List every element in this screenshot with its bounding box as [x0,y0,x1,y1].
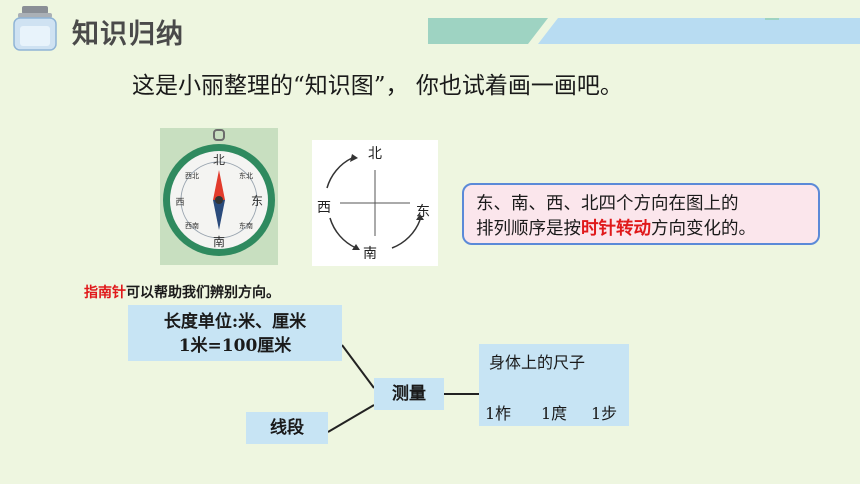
rule-line-2: 排列顺序是按时针转动方向变化的。 [476,217,806,242]
body-ruler-node: 身体上的尺子 1柞 1庹 1步 [479,344,629,426]
needle-north [213,170,225,200]
rule-highlight: 时针转动 [581,219,651,239]
compass-note: 指南针可以帮助我们辨别方向。 [84,282,280,302]
rule-line-2-prefix: 排列顺序是按 [476,219,581,239]
measure-node: 测量 [374,378,444,410]
direction-diagram: 北 南 东 西 [312,140,438,266]
jar-icon [13,6,57,51]
body-ruler-title: 身体上的尺子 [489,353,586,372]
rule-line-1: 东、南、西、北四个方向在图上的 [476,194,739,214]
length-units-line: 长度单位:米、厘米 [163,312,307,332]
compass-label-northwest: 西北 [185,172,199,180]
compass-label-south: 南 [213,234,225,249]
length-conversion-line: 1米=100厘米 [178,336,292,356]
compass-label-east: 东 [251,194,263,208]
header-band [428,18,860,44]
diagram-label-north: 北 [368,146,382,162]
rule-callout: 东、南、西、北四个方向在图上的 排列顺序是按时针转动方向变化的。 [462,183,820,245]
instruction-text: 这是小丽整理的“知识图”， 你也试着画一画吧。 [132,73,623,99]
length-units-box: 长度单位:米、厘米 1米=100厘米 [128,305,342,361]
diagram-label-south: 南 [363,246,377,262]
compass-label-southeast: 东南 [239,221,253,230]
compass-label-southwest: 西南 [185,221,199,230]
compass-note-highlight: 指南针 [84,285,126,301]
compass-illustration: 北 南 东 西 东北 西北 东南 西南 [160,128,278,265]
unit-step: 1步 [591,404,618,423]
section-title: 知识归纳 [72,19,184,50]
compass-note-text: 可以帮助我们辨别方向。 [126,285,280,301]
rule-line-2-suffix: 方向变化的。 [651,219,756,239]
diagram-label-east: 东 [416,204,430,220]
unit-span: 1柞 [485,404,512,423]
diagram-label-west: 西 [317,200,331,216]
compass-label-north: 北 [213,153,225,167]
segment-node: 线段 [246,412,328,444]
needle-south [213,200,225,230]
unit-arm-span: 1庹 [541,404,568,423]
compass-label-northeast: 东北 [239,171,253,180]
compass-label-west: 西 [175,197,184,208]
